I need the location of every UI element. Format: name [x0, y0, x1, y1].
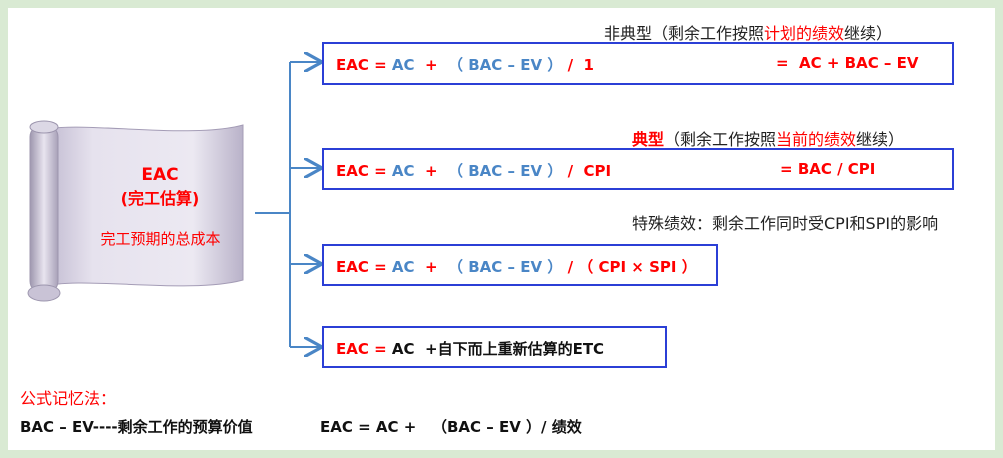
formula-4-box: [322, 326, 667, 368]
formula-2-expression: EAC = AC + （ BAC – EV ） / CPI: [336, 162, 612, 180]
formula-2-box: [322, 148, 954, 190]
memo-line-left: BAC – EV----剩余工作的预算价值: [20, 418, 253, 436]
formula-3-caption: 特殊绩效：剩余工作同时受CPI和SPI的影响: [632, 214, 939, 233]
formula-1-simplified: = AC + BAC – EV: [776, 54, 919, 72]
scroll-graphic: [27, 120, 244, 302]
formula-3-expression: EAC = AC + （ BAC – EV ） / （ CPI × SPI ）: [336, 258, 697, 276]
scroll-subtitle: (完工估算): [120, 189, 200, 208]
formula-3-box: [322, 244, 718, 286]
memo-line-right: EAC = AC + （BAC – EV ）/ 绩效: [320, 418, 582, 436]
memo-title: 公式记忆法：: [20, 389, 117, 408]
formula-2-caption: 典型（剩余工作按照当前的绩效继续）: [632, 130, 905, 149]
formula-1-box: [322, 42, 954, 85]
scroll-title: EAC: [141, 165, 179, 185]
formula-1-expression: EAC = AC + （ BAC – EV ） / 1: [336, 56, 594, 74]
scroll-description: 完工预期的总成本: [100, 230, 221, 248]
formula-2-simplified: = BAC / CPI: [780, 160, 876, 178]
formula-1-caption: 非典型（剩余工作按照计划的绩效继续）: [604, 24, 893, 43]
formula-4-expression: EAC = AC +自下而上重新估算的ETC: [336, 340, 605, 358]
